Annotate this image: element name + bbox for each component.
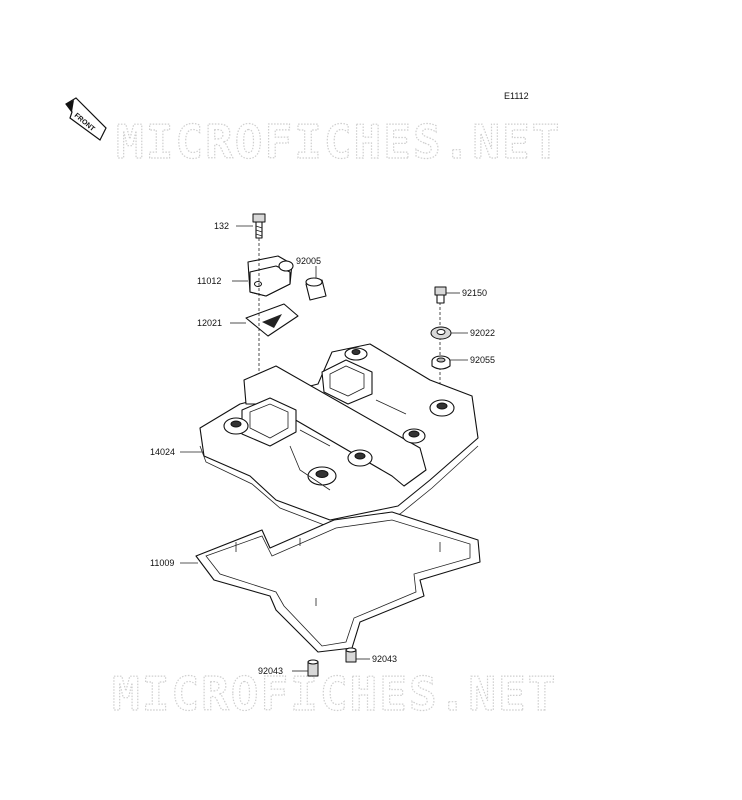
callout-11009: 11009: [150, 558, 174, 568]
reference-code: E1112: [504, 91, 529, 101]
part-92043-dowel-right: [345, 647, 357, 663]
callout-92043-right: 92043: [372, 654, 397, 664]
callout-11012: 11012: [197, 276, 221, 286]
part-92005-fitting: [305, 277, 327, 301]
part-132-bolt: [252, 213, 266, 239]
part-92150-bolt: [434, 286, 447, 304]
part-11012-bracket: [247, 255, 294, 297]
callout-92055: 92055: [470, 355, 495, 365]
callout-92150: 92150: [462, 288, 487, 298]
watermark-top: MICROFICHES.NET: [116, 115, 561, 169]
callout-14024: 14024: [150, 447, 175, 457]
watermark-bottom: MICROFICHES.NET: [112, 667, 557, 721]
callout-92022: 92022: [470, 328, 495, 338]
part-11009-gasket: [195, 511, 481, 653]
callout-12021: 12021: [197, 318, 222, 328]
part-12021-plate: [245, 303, 299, 337]
part-14024-head-cover: [199, 343, 479, 529]
part-92043-dowel-left: [307, 659, 319, 677]
part-92022-washer: [430, 326, 452, 340]
callout-92043-left: 92043: [258, 666, 283, 676]
front-arrow-icon: FRONT: [65, 97, 107, 141]
part-92055-grommet: [431, 355, 451, 370]
callout-92005: 92005: [296, 256, 321, 266]
callout-132: 132: [214, 221, 229, 231]
